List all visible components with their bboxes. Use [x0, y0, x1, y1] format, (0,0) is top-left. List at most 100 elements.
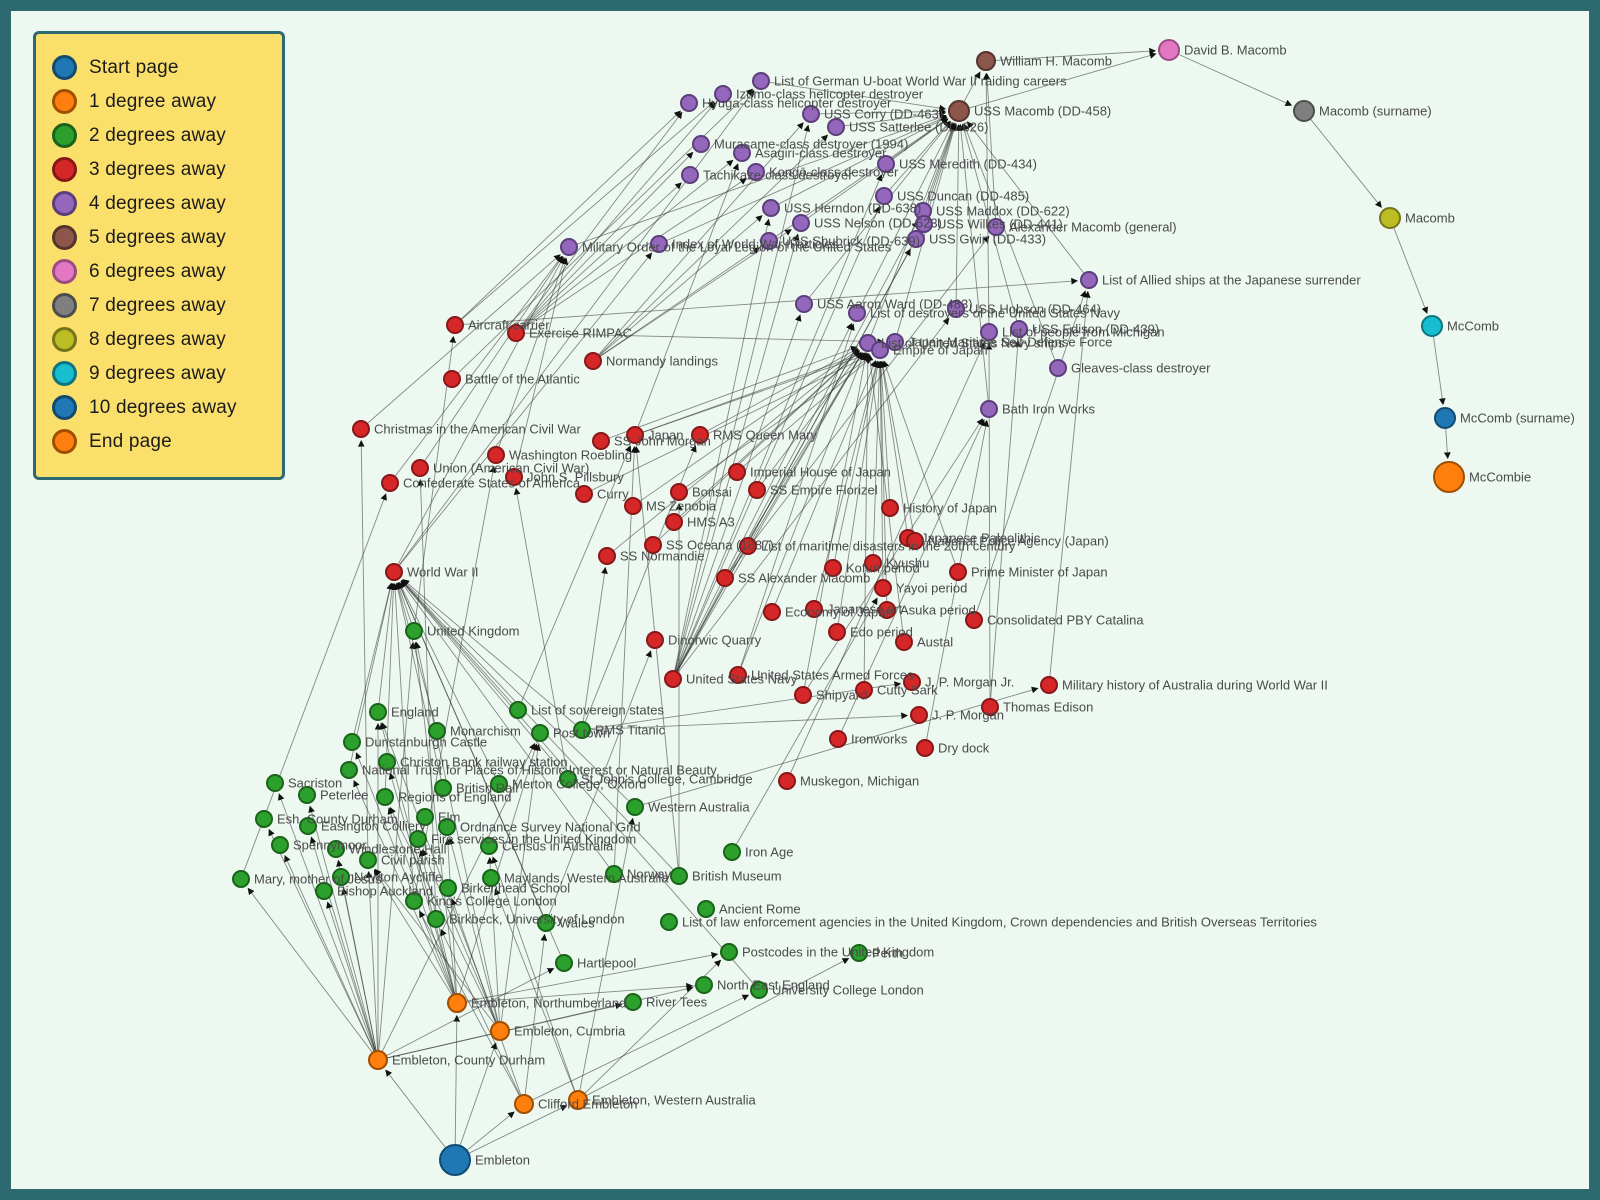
graph-node [752, 72, 770, 90]
node-label: Merton College, Oxford [512, 777, 646, 792]
graph-edge [424, 256, 563, 462]
node-label: RMS Queen Mary [713, 428, 818, 443]
graph-node [514, 1094, 534, 1114]
graph-node [903, 673, 921, 691]
graph-edge [685, 356, 872, 488]
legend-item-label: 2 degrees away [89, 124, 226, 146]
graph-edge [633, 445, 679, 869]
node-label: USS Satterlee (DD-626) [849, 120, 988, 135]
graph-node [987, 218, 1005, 236]
node-label: Asuka period [900, 603, 976, 618]
legend-swatch-icon [52, 293, 77, 318]
legend-swatch-icon [52, 259, 77, 284]
graph-edge [394, 255, 563, 477]
legend-swatch-icon [52, 157, 77, 182]
graph-edge [658, 350, 860, 540]
graph-node [763, 603, 781, 621]
node-label: Muskegon, Michigan [800, 774, 919, 789]
legend-swatch-icon [52, 89, 77, 114]
graph-node [795, 295, 813, 313]
graph-edge [460, 101, 715, 321]
node-label: Consolidated PBY Catalina [987, 613, 1144, 628]
node-label: Christmas in the American Civil War [374, 422, 582, 437]
graph-node [439, 1144, 471, 1176]
graph-edge [866, 353, 904, 635]
legend-item-label: 6 degrees away [89, 260, 226, 282]
graph-edge [243, 493, 387, 872]
node-label: List of sovereign states [531, 703, 664, 718]
node-label: Monarchism [450, 724, 521, 739]
node-label: Thomas Edison [1003, 700, 1093, 715]
graph-node [665, 513, 683, 531]
legend-swatch-icon [52, 55, 77, 80]
node-label: Curry [597, 487, 629, 502]
graph-node [446, 316, 464, 334]
legend-item-label: 8 degrees away [89, 328, 226, 350]
node-label: Newton Aycliffe [354, 870, 442, 885]
node-label: List of Allied ships at the Japanese sur… [1102, 273, 1361, 288]
graph-edge [740, 353, 865, 668]
node-label: Dry dock [938, 741, 990, 756]
graph-edge [637, 163, 739, 428]
graph-edge [676, 322, 853, 673]
graph-node [573, 721, 591, 739]
graph-edge [353, 779, 454, 996]
graph-edge [879, 360, 915, 534]
node-label: Union (American Civil War) [433, 461, 589, 476]
graph-edge [740, 323, 855, 668]
node-label: Elm [438, 810, 460, 825]
graph-node [874, 579, 892, 597]
graph-node [509, 701, 527, 719]
graph-edge [309, 836, 376, 1052]
graph-edge [521, 182, 682, 328]
graph-node [981, 698, 999, 716]
graph-edge [398, 252, 653, 567]
graph-edge [397, 256, 564, 566]
graph-node [368, 1050, 388, 1070]
graph-node [875, 187, 893, 205]
graph-edge [385, 968, 555, 1057]
graph-edge [879, 360, 908, 531]
node-label: Austal [917, 635, 953, 650]
graph-edge [1309, 118, 1382, 208]
node-label: List of destroyers of the United States … [870, 306, 1121, 321]
node-label: USS Herndon (DD-638) [784, 201, 921, 216]
graph-node [716, 569, 734, 587]
graph-node [750, 981, 768, 999]
graph-edge [268, 828, 375, 1053]
graph-node [438, 818, 456, 836]
node-label: Perth [872, 946, 903, 961]
node-label: Esh, County Durham [277, 812, 398, 827]
node-label: Fire services in the United Kingdom [431, 832, 636, 847]
node-label: USS Aaron Ward (DD-483) [817, 297, 973, 312]
legend-item-label: 5 degrees away [89, 226, 226, 248]
graph-node [385, 563, 403, 581]
node-label: University College London [772, 983, 924, 998]
graph-node [848, 304, 866, 322]
graph-node [409, 830, 427, 848]
graph-node [343, 733, 361, 751]
graph-node [1379, 207, 1401, 229]
graph-node [980, 323, 998, 341]
graph-edge [401, 579, 630, 802]
node-label: USS Nelson (DD-623) [814, 216, 942, 231]
graph-node [443, 370, 461, 388]
graph-edge [459, 743, 539, 995]
graph-node [695, 976, 713, 994]
node-label: Kongō-class destroyer [769, 165, 899, 180]
node-label: McCombie [1469, 470, 1531, 485]
graph-node [747, 163, 765, 181]
graph-edge [440, 928, 521, 1097]
node-label: List of people from Michigan [1002, 325, 1165, 340]
graph-edge [521, 151, 694, 328]
node-label: Alexander Macomb (general) [1009, 220, 1177, 235]
node-label: United States Armed Forces [751, 668, 914, 683]
graph-node [560, 238, 578, 256]
graph-edge [728, 352, 863, 572]
legend-item-6: 5 degrees away [52, 225, 266, 250]
graph-node [298, 786, 316, 804]
graph-edge [579, 817, 635, 1092]
graph-node [327, 840, 345, 858]
graph-edge [675, 314, 802, 672]
